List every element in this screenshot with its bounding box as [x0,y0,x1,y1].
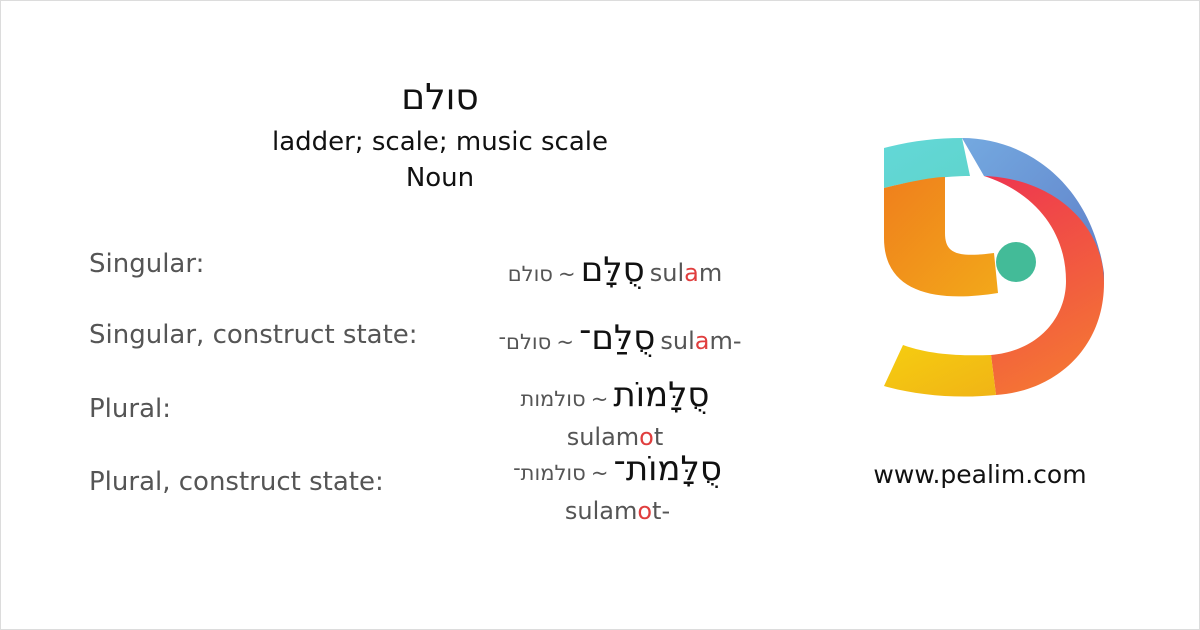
form-plural-construct: סולמות־ ~ סֻלָּמוֹת־ sulamot- [475,446,760,524]
stressed-vowel: o [639,423,654,451]
label-plural-construct: Plural, construct state: [89,467,384,497]
stressed-vowel: a [694,327,710,355]
stressed-vowel: o [637,497,653,525]
pointed-spelling: סֻלַּם־ [579,318,656,358]
tilde-separator: ~ [558,262,576,286]
logo-dot [996,242,1036,282]
transliteration: sulam- [660,327,742,355]
label-plural: Plural: [89,394,171,424]
meaning: ladder; scale; music scale [271,127,609,157]
form-plural: סולמות ~ סֻלָּמוֹת sulamot [480,372,750,450]
plain-spelling: סולמות [520,387,586,411]
tilde-separator: ~ [590,387,609,411]
tilde-separator: ~ [556,330,574,354]
form-singular-construct: סולם־ ~ סֻלַּם־ sulam- [460,318,780,358]
site-url[interactable]: www.pealim.com [873,460,1087,489]
plain-spelling: סולם [507,262,553,286]
pointed-spelling: סֻלָּמוֹת [613,375,710,415]
headword: סולם [401,77,479,118]
pealim-logo-icon [884,138,1104,397]
plain-spelling: סולמות־ [513,461,586,485]
form-singular: סולם ~ סֻלָּם sulam [470,250,760,290]
label-singular-construct: Singular, construct state: [89,320,418,350]
stressed-vowel: a [684,259,699,287]
transliteration: sulamot [566,423,664,451]
part-of-speech: Noun [405,163,475,193]
label-singular: Singular: [89,249,205,279]
pointed-spelling: סֻלָּם [580,250,645,290]
transliteration: sulamot- [564,497,671,525]
transliteration: sulam [649,259,723,287]
plain-spelling: סולם־ [498,330,552,354]
tilde-separator: ~ [590,461,609,485]
pointed-spelling: סֻלָּמוֹת־ [613,449,722,489]
